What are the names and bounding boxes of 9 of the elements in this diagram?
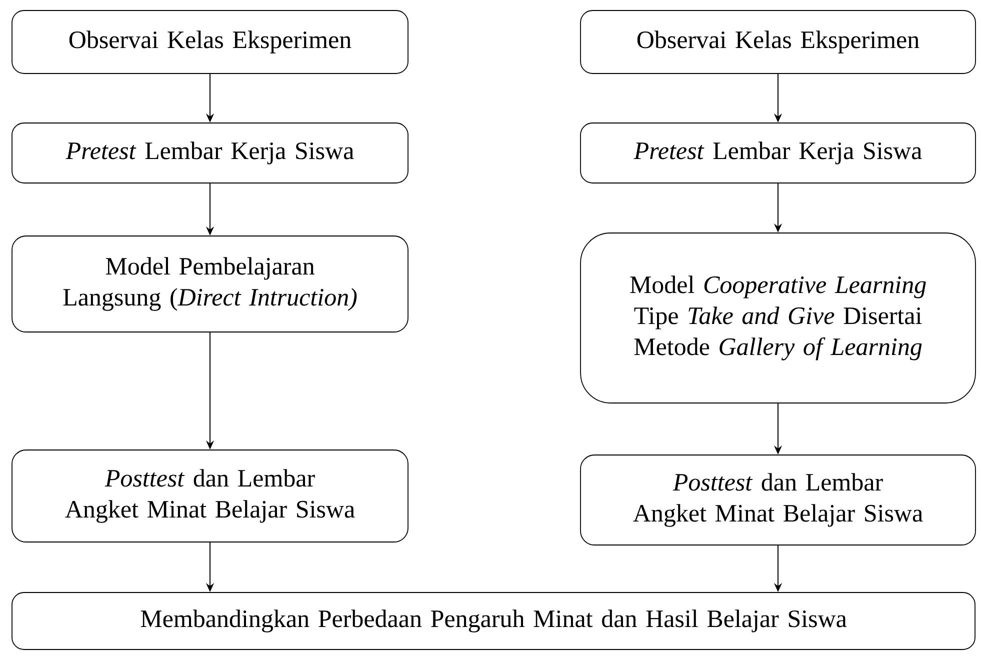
process-box: Posttest dan Lembar Angket Minat Belajar Siswa (580, 454, 976, 546)
process-box: Posttest dan Lembar Angket Minat Belajar Siswa (12, 450, 408, 542)
process-box: Observai Kelas Eksperimen (12, 10, 408, 74)
process-box: Pretest Lembar Kerja Siswa (580, 122, 976, 184)
process-box: Observai Kelas Eksperimen (580, 10, 976, 74)
process-box: Pretest Lembar Kerja Siswa (12, 122, 408, 184)
process-box: Model Cooperative Learning Tipe Take and Give Disertai Metode Gallery of Learning (580, 232, 976, 404)
process-box: Model Pembelajaran Langsung (Direct Intruction) (12, 236, 408, 332)
process-box: Membandingkan Perbedaan Pengaruh Minat dan Hasil Belajar Siswa (12, 592, 976, 650)
